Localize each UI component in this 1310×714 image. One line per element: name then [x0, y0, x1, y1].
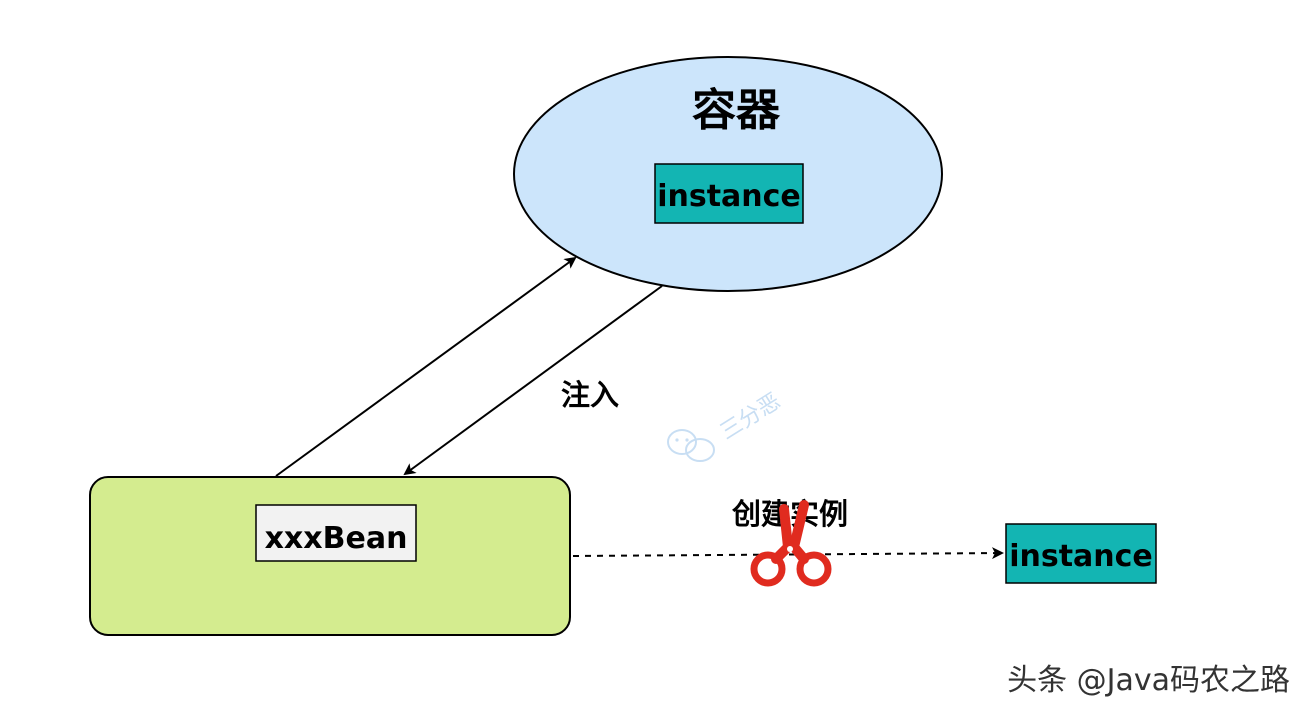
inject-label: 注入	[561, 378, 619, 412]
container-title: 容器	[692, 85, 781, 136]
arrow-container-to-bean	[403, 285, 663, 476]
bean-label-box	[255, 504, 417, 562]
container-instance-box	[654, 163, 804, 224]
wechat-icon	[667, 429, 715, 462]
external-instance-label: instance	[1009, 539, 1153, 574]
footer-attribution: 头条 @Java码农之路	[1007, 663, 1290, 698]
watermark-text: 三分恶	[716, 389, 785, 445]
container-instance-label: instance	[657, 179, 801, 214]
watermark: 三分恶	[667, 389, 785, 462]
scissors-icon	[750, 500, 832, 587]
arrow-bean-to-container	[275, 256, 577, 477]
external-instance-box	[1005, 523, 1157, 584]
bean-label: xxxBean	[265, 521, 408, 556]
